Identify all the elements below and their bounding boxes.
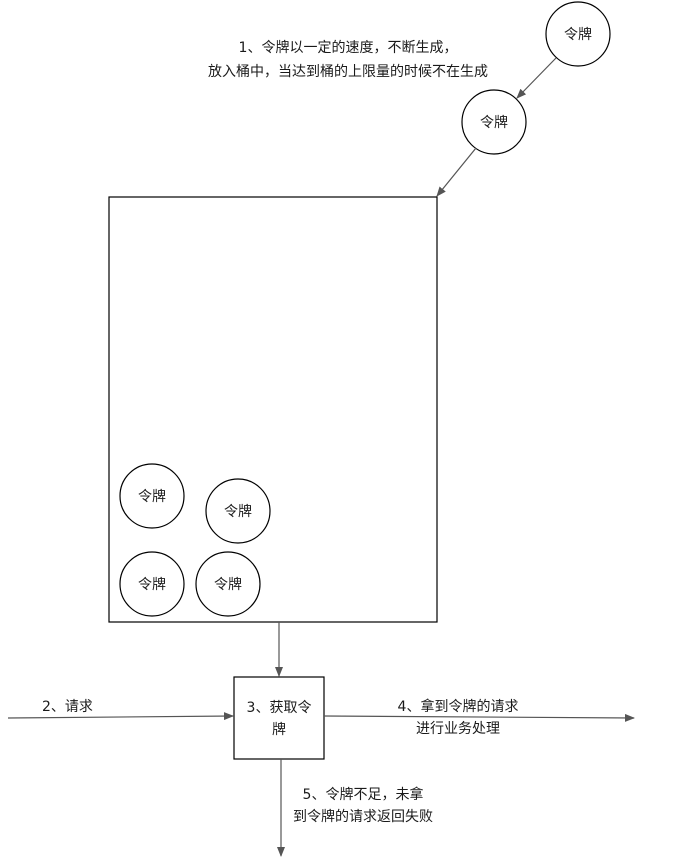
edge-token-top-to-middle	[516, 57, 557, 99]
token-in-bucket-4: 令牌	[195, 551, 261, 617]
token-bucket	[108, 196, 438, 623]
generation-note-line-2: 放入桶中，当达到桶的上限量的时候不在生成	[208, 64, 488, 80]
failure-note-line-1: 5、令牌不足，未拿	[303, 786, 424, 803]
token-incoming-middle: 令牌	[461, 89, 527, 155]
token-label: 令牌	[138, 576, 166, 593]
failure-note-line-2: 到令牌的请求返回失败	[293, 808, 433, 825]
acquire-token-label-line-2: 牌	[272, 721, 286, 738]
request-label: 2、请求	[42, 699, 93, 715]
edge-success	[323, 713, 635, 722]
token-in-bucket-2: 令牌	[205, 478, 271, 544]
token-label: 令牌	[224, 503, 252, 520]
token-in-bucket-3: 令牌	[119, 551, 185, 617]
token-incoming-top: 令牌	[545, 1, 611, 67]
edge-token-to-bucket	[436, 147, 477, 197]
token-label: 令牌	[480, 114, 508, 131]
generation-note-line-1: 1、令牌以一定的速度，不断生成，	[239, 39, 458, 56]
success-note-line-1: 4、拿到令牌的请求	[398, 698, 519, 715]
token-label: 令牌	[214, 576, 242, 593]
edge-request	[7, 712, 234, 721]
token-label: 令牌	[564, 26, 592, 43]
token-label: 令牌	[138, 488, 166, 505]
acquire-token-label-line-1: 3、获取令	[247, 700, 312, 716]
acquire-token-box	[233, 676, 325, 760]
token-in-bucket-1: 令牌	[119, 463, 185, 529]
success-note-line-2: 进行业务处理	[416, 721, 500, 737]
